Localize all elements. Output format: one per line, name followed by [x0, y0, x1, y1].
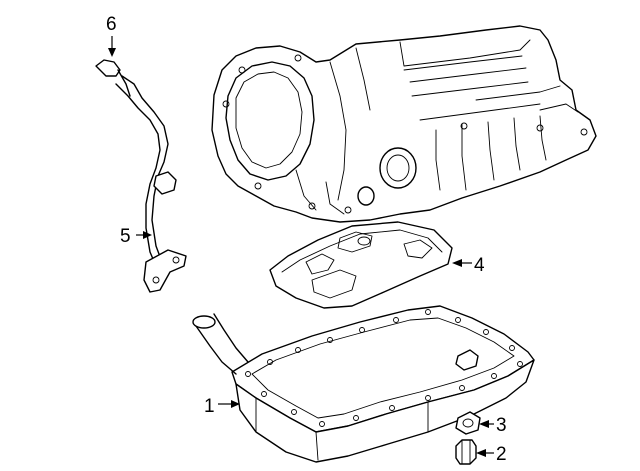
- dipstick-tube: [115, 75, 187, 293]
- callout-5-label: 5: [120, 226, 131, 247]
- callout-2-label: 2: [496, 444, 507, 465]
- callout-2: 2: [476, 444, 507, 465]
- callout-1-label: 1: [204, 396, 215, 417]
- oil-strainer: [269, 221, 453, 309]
- transmission-case: [211, 25, 597, 223]
- drain-plug: [455, 439, 477, 465]
- oil-pan: [192, 305, 535, 463]
- callout-3-label: 3: [496, 415, 507, 436]
- callout-3: 3: [479, 415, 507, 436]
- gasket: [455, 411, 481, 435]
- callout-6-label: 6: [106, 14, 117, 35]
- callout-4: 4: [452, 255, 485, 276]
- dipstick: [95, 59, 131, 97]
- callout-5: 5: [120, 226, 152, 247]
- callout-1: 1: [204, 396, 240, 417]
- callout-4-label: 4: [474, 255, 485, 276]
- callout-6: 6: [106, 14, 117, 57]
